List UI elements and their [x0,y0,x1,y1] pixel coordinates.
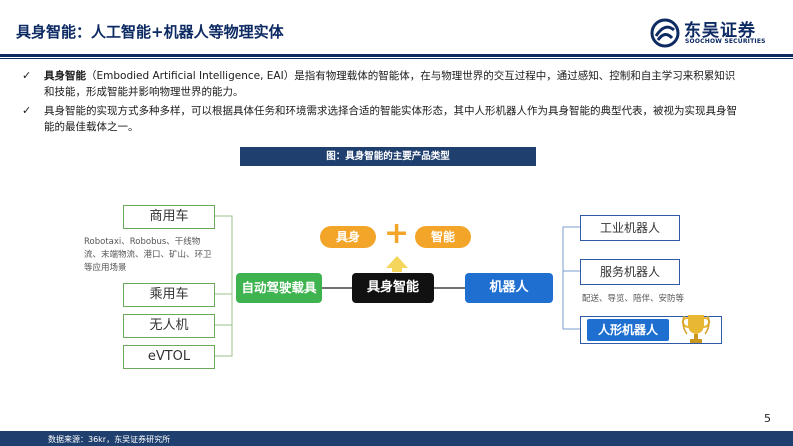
footer-bar [0,431,793,446]
right-item-humanoid-robot: 人形机器人 [587,319,669,341]
right-item-service-robot: 服务机器人 [580,259,680,285]
node-robots: 机器人 [465,273,553,303]
bullet-text-2: 具身智能的实现方式多种多样，可以根据具体任务和环境需求选择合适的智能实体形态，其… [44,105,737,133]
plus-icon: + [384,216,410,251]
node-embodied-ai: 具身智能 [352,273,434,303]
checkmark-icon: ✓ [22,69,32,82]
logo-mark-icon [650,18,680,48]
right-item-industrial-robot: 工业机器人 [580,215,680,241]
logo-text-cn: 东吴证券 [684,21,756,41]
humanoid-robot-card: 人形机器人 [580,315,722,344]
data-source: 数据来源：36kr，东吴证券研究所 [48,435,171,444]
node-autonomous-vehicles: 自动驾驶载具 [236,273,322,303]
page-title: 具身智能：人工智能+机器人等物理实体 [16,23,284,41]
figure-title: 图：具身智能的主要产品类型 [240,147,536,166]
pill-intelligence: 智能 [415,226,471,248]
left-item-passenger-car: 乘用车 [123,283,215,307]
bullet-item-1: ✓ 具身智能（Embodied Artificial Intelligence,… [22,68,762,102]
trophy-icon [681,315,711,343]
header-rule [0,54,793,57]
left-item-commercial-vehicle: 商用车 [123,205,215,229]
right-note: 配送、导览、陪伴、安防等 [582,294,685,304]
left-item-drone: 无人机 [123,314,215,338]
pill-embodied: 具身 [320,226,376,248]
bullet-bold-lead: 具身智能 [44,70,86,82]
bullet-text-1: 具身智能（Embodied Artificial Intelligence, E… [44,68,744,100]
logo-text-en: SOOCHOW SECURITIES [685,38,766,45]
checkmark-icon: ✓ [22,104,32,117]
header-rule-thin [0,58,793,59]
left-item-evtol: eVTOL [123,345,215,369]
left-note: Robotaxi、Robobus、干线物流、末端物流、港口、矿山、环卫等应用场景 [84,237,212,273]
bullet-item-2: ✓ 具身智能的实现方式多种多样，可以根据具体任务和环境需求选择合适的智能实体形态… [22,103,762,137]
page-number: 5 [764,412,771,425]
company-logo: 东吴证券 SOOCHOW SECURITIES [650,16,782,50]
bullet-body-1: （Embodied Artificial Intelligence, EAI）是… [44,70,736,98]
